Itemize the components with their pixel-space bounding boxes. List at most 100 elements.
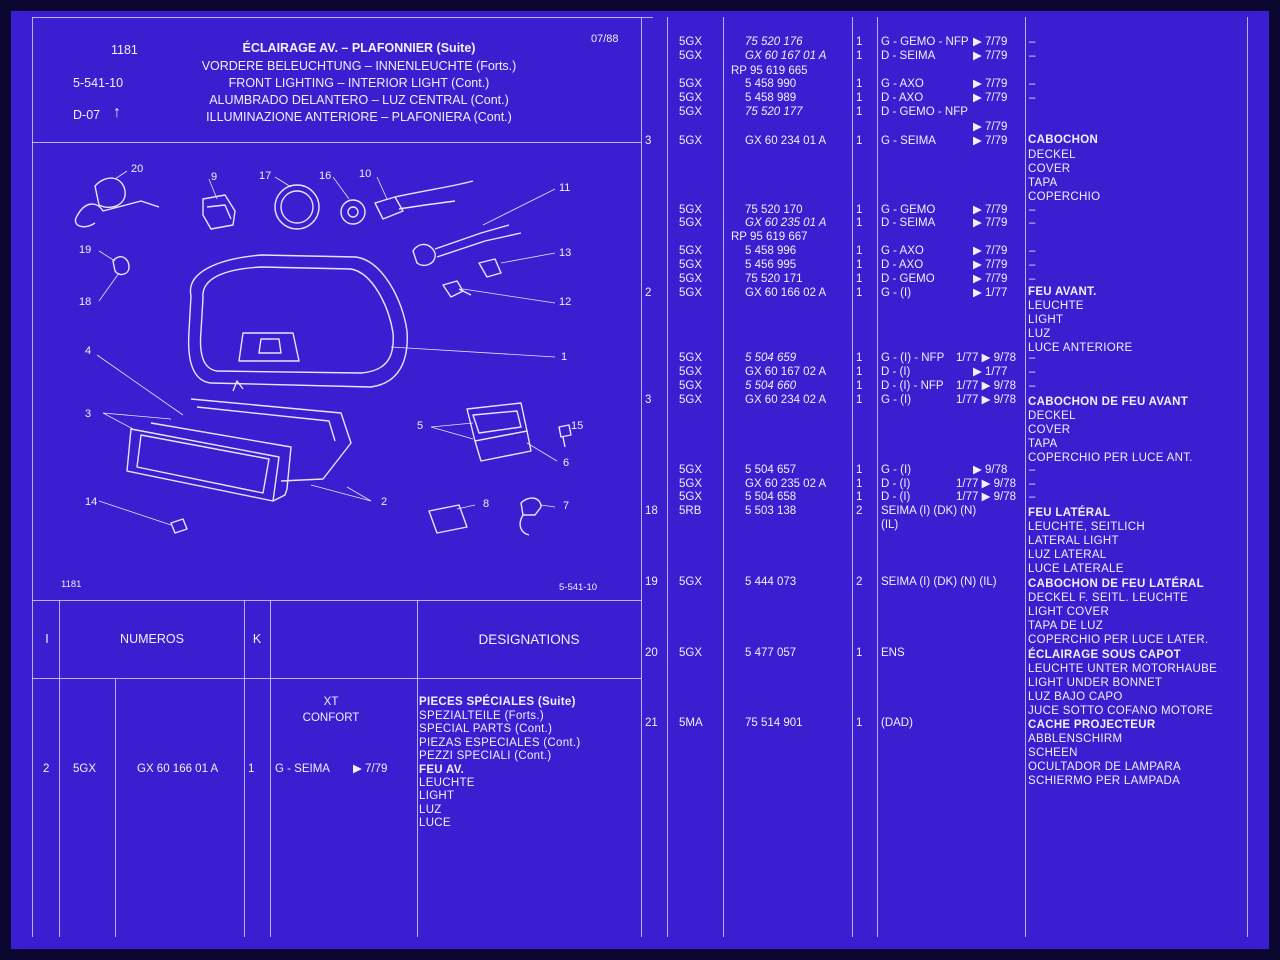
right-col-i [667, 17, 668, 937]
row-qty: 2 [856, 576, 863, 588]
wire-connector-part [94, 177, 126, 209]
designation-translation: LUCE ANTERIORE [1028, 342, 1133, 354]
designation-translation: LUCE LATERALE [1028, 563, 1124, 575]
left-designation-en: LIGHT [419, 790, 455, 802]
row-note: – [1029, 478, 1036, 490]
row-index: 20 [645, 647, 658, 659]
designation-title: FEU AVANT. [1028, 286, 1097, 298]
title-de: VORDERE BELEUCHTUNG – INNENLEUCHTE (Fort… [201, 59, 517, 73]
small-screw-part [558, 424, 572, 448]
row-model: 5GX [679, 204, 703, 216]
callout-12: 12 [559, 296, 572, 308]
row-side: (IL) [881, 519, 899, 531]
row-model: 5GX [679, 259, 703, 271]
designation-translation: JUCE SOTTO COFANO MOTORE [1028, 705, 1214, 717]
row-part-number: 5 444 073 [745, 576, 797, 588]
col-divider-4 [417, 600, 418, 937]
designation-translation: DECKEL [1028, 410, 1076, 422]
title-fr: ÉCLAIRAGE AV. – PLAFONNIER (Suite) [242, 41, 476, 55]
nut-part [340, 199, 366, 225]
row-side: (DAD) [881, 717, 913, 729]
col-divider-1 [59, 600, 60, 937]
row-part-number: GX 60 234 02 A [745, 394, 827, 406]
row-part-number: GX 60 167 02 A [745, 366, 827, 378]
col-divider-2 [244, 600, 245, 937]
diagram-footer-ref: 5-541-10 [559, 582, 598, 593]
row-model: 5GX [679, 36, 703, 48]
variant-confort: CONFORT [302, 712, 360, 724]
arrow-up-icon: ↑ [113, 104, 121, 121]
row-side: D - GEMO [881, 273, 935, 285]
row-side: G - AXO [881, 78, 924, 90]
row-side: ENS [881, 647, 905, 659]
left-row-qty: 1 [248, 763, 255, 775]
right-col-qty [877, 17, 878, 937]
row-part-number: 5 458 990 [745, 78, 797, 90]
row-part-number: 75 520 176 [745, 36, 803, 48]
row-qty: 1 [856, 135, 863, 147]
row-model: 5MA [679, 717, 703, 729]
parts-catalog-sheet: 1181 5-541-10 D-07 ↑ 07/88 ÉCLAIRAGE AV.… [11, 11, 1269, 949]
row-note: – [1029, 217, 1036, 229]
col-divider-numeros [115, 678, 116, 937]
left-row-date: ▶ 7/79 [353, 763, 388, 775]
designation-title: FEU LATÉRAL [1028, 507, 1111, 519]
callout-19: 19 [79, 244, 92, 256]
row-date: ▶ 7/79 [973, 204, 1008, 216]
designation-translation: TAPA [1028, 177, 1058, 189]
page-code: 1181 [111, 43, 138, 57]
row-part-number: 5 458 989 [745, 92, 797, 104]
right-col-model [723, 17, 724, 937]
lamp-8-part [428, 504, 468, 534]
callout-9: 9 [211, 171, 218, 183]
row-model: 5GX [679, 366, 703, 378]
callout-6: 6 [563, 457, 570, 469]
callout-3: 3 [85, 408, 92, 420]
screw-part [442, 280, 472, 298]
row-part-number: 75 514 901 [745, 717, 803, 729]
row-qty: 1 [856, 273, 863, 285]
callout-7: 7 [563, 500, 570, 512]
row-side: G - (I) [881, 394, 912, 406]
designation-translation: OCULTADOR DE LAMPARA [1028, 761, 1181, 773]
callout-5: 5 [417, 420, 424, 432]
row-qty: 2 [856, 505, 863, 517]
designation-translation: SCHEEN [1028, 747, 1078, 759]
designation-translation: COPERCHIO PER LUCE LATER. [1028, 634, 1209, 646]
row-part-number: GX 60 167 01 A [745, 50, 827, 62]
socket-part [202, 194, 236, 230]
designation-translation: LEUCHTE [1028, 300, 1084, 312]
row-note: – [1029, 273, 1036, 285]
callout-11: 11 [559, 182, 571, 194]
designation-translation: COVER [1028, 163, 1071, 175]
row-note: – [1029, 36, 1036, 48]
row-note: – [1029, 204, 1036, 216]
row-note: – [1029, 92, 1036, 104]
section-title-en: SPECIAL PARTS (Cont.) [419, 723, 553, 735]
right-col-number [852, 17, 853, 937]
row-qty: 1 [856, 464, 863, 476]
row-date: ▶ 7/79 [973, 92, 1008, 104]
row-model: 5GX [679, 106, 703, 118]
row-part-number: 75 520 177 [745, 106, 803, 118]
designation-translation: COPERCHIO [1028, 191, 1101, 203]
left-row-index: 2 [43, 763, 50, 775]
row-index: 2 [645, 287, 652, 299]
row-model: 5GX [679, 92, 703, 104]
lamp-housing-part [187, 254, 408, 388]
row-date: ▶ 1/77 [973, 287, 1008, 299]
callout-1: 1 [561, 351, 568, 363]
row-qty: 1 [856, 78, 863, 90]
left-designation-es: LUZ [419, 804, 442, 816]
col-header-designations: DESIGNATIONS [478, 632, 580, 647]
ring-part [274, 184, 320, 230]
row-side: D - GEMO - NFP [881, 106, 968, 118]
row-qty: 1 [856, 380, 863, 392]
row-date: ▶ 7/79 [973, 121, 1008, 133]
row-date: ▶ 7/79 [973, 36, 1008, 48]
row-side: D - SEIMA [881, 50, 936, 62]
row-side: G - (I) [881, 464, 912, 476]
row-note: – [1029, 491, 1036, 503]
row-qty: 1 [856, 478, 863, 490]
row-part-number: 5 477 057 [745, 647, 797, 659]
